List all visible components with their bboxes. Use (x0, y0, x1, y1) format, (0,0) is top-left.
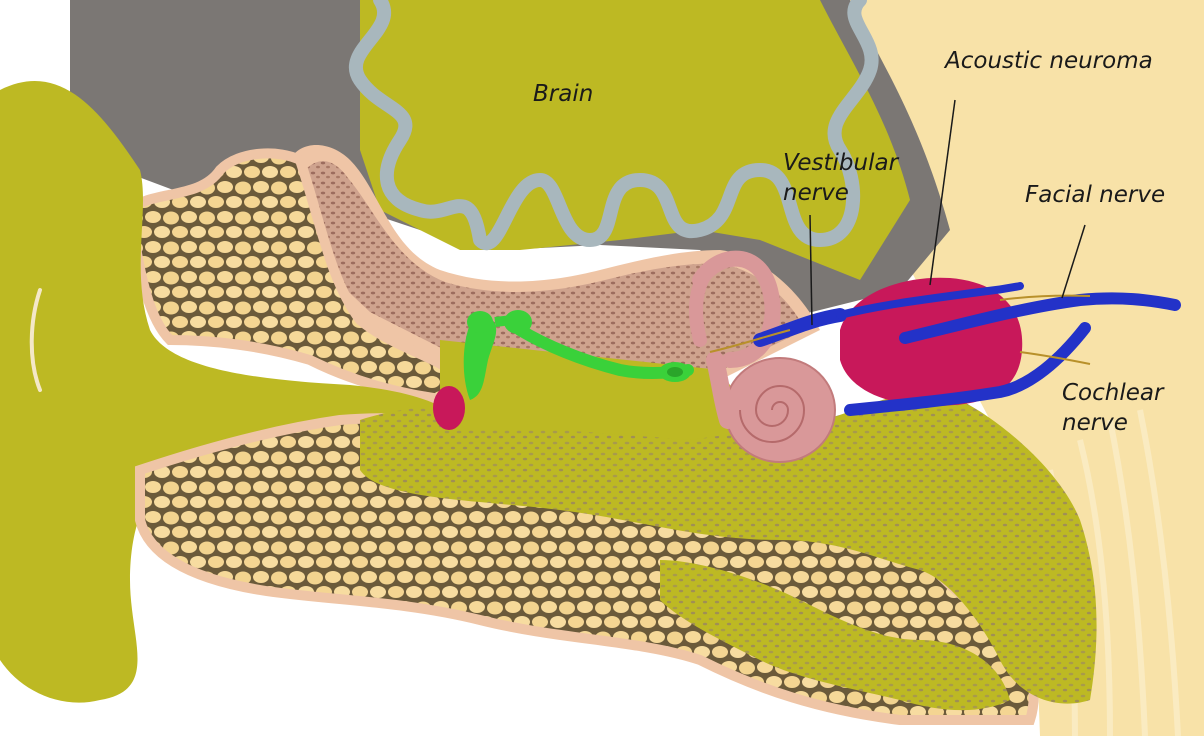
label-cochlear-line1: Cochlear (1062, 378, 1163, 408)
label-vestibular-line2: nerve (783, 178, 898, 208)
label-brain: Brain (533, 79, 593, 109)
tympanic-membrane (433, 386, 465, 430)
label-facial-nerve: Facial nerve (1025, 180, 1165, 210)
label-cochlear-line2: nerve (1062, 408, 1163, 438)
label-acoustic-neuroma: Acoustic neuroma (945, 46, 1153, 76)
label-cochlear-nerve: Cochlear nerve (1062, 378, 1163, 438)
label-vestibular-nerve: Vestibular nerve (783, 148, 898, 208)
cochlea (725, 358, 835, 462)
label-vestibular-line1: Vestibular (783, 148, 898, 178)
